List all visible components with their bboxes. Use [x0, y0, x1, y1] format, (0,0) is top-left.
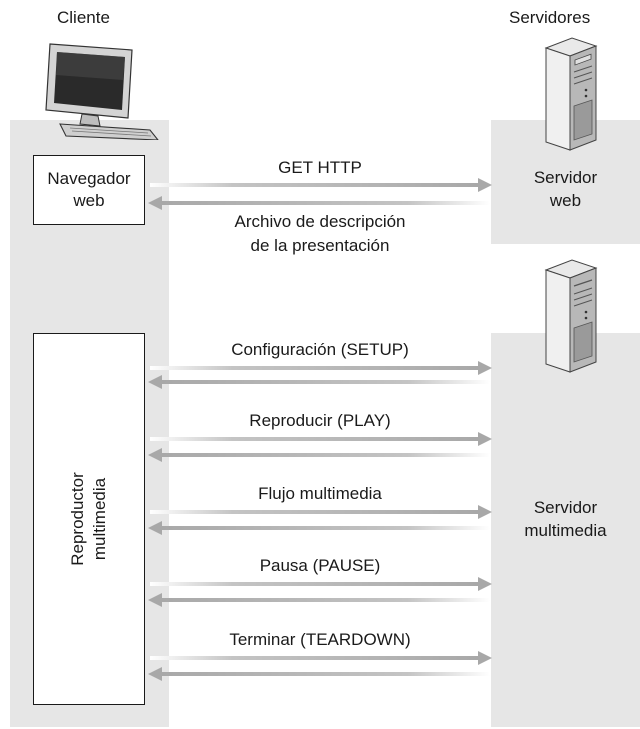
message-teardown: Terminar (TEARDOWN) [229, 630, 411, 649]
message-description-line2: de la presentación [250, 236, 390, 255]
web-browser-box: Navegador web [33, 155, 145, 225]
server-tower-icon [544, 37, 598, 151]
web-server-label-line2: web [549, 191, 582, 210]
web-server-label-line1: Servidor [533, 168, 598, 187]
message-pause: Pausa (PAUSE) [259, 556, 381, 575]
arrow-setup-request [150, 361, 492, 375]
media-server-panel [491, 333, 640, 727]
servers-label: Servidores [509, 8, 591, 27]
arrow-description [148, 196, 490, 210]
arrow-pause-response [148, 593, 490, 607]
web-browser-label-line2: web [73, 191, 105, 210]
arrow-pause-request [150, 577, 492, 591]
arrow-teardown-response [148, 667, 490, 681]
server-tower-icon [544, 259, 598, 373]
arrow-stream-response [148, 521, 490, 535]
desktop-computer-icon [45, 43, 159, 140]
message-setup: Configuración (SETUP) [231, 340, 409, 359]
message-play: Reproducir (PLAY) [249, 411, 391, 430]
client-label: Cliente [57, 8, 110, 27]
media-server-label: Servidor multimedia [491, 496, 640, 542]
media-server-label-line1: Servidor [533, 498, 598, 517]
web-browser-label-line1: Navegador [47, 169, 131, 188]
media-server-label-line2: multimedia [524, 521, 607, 540]
arrow-teardown-request [150, 651, 492, 665]
message-stream: Flujo multimedia [258, 484, 382, 503]
arrow-play-response [148, 448, 490, 462]
arrow-setup-response [148, 375, 490, 389]
media-player-box: Reproductor multimedia [33, 333, 145, 705]
arrow-play-request [150, 432, 492, 446]
message-description-line1: Archivo de descripción [234, 212, 406, 231]
arrow-stream-request [150, 505, 492, 519]
message-get-http: GET HTTP [278, 158, 362, 177]
web-server-label: Servidor web [491, 166, 640, 212]
arrow-get-http [150, 178, 492, 192]
